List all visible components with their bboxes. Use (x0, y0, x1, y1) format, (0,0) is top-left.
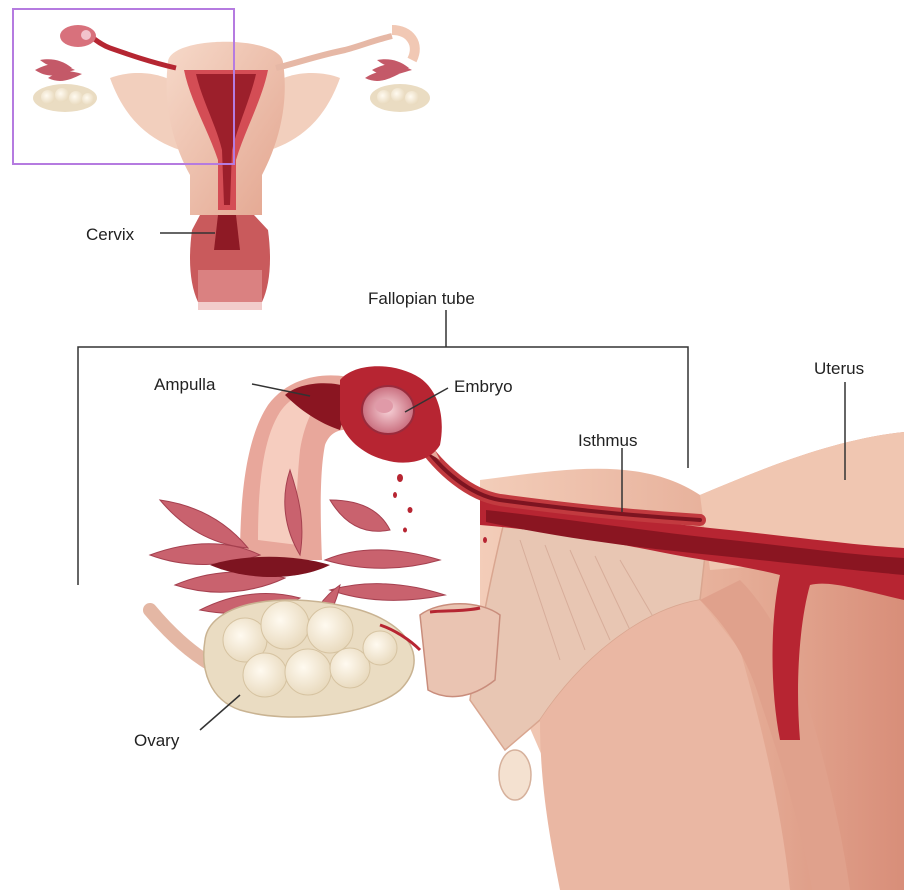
overview-left-fimbriae (35, 59, 82, 81)
overview-right-tube (276, 36, 392, 68)
embryo-label: Embryo (454, 378, 513, 395)
overview-vagina-fade (198, 270, 262, 310)
ovary-leader (200, 695, 240, 730)
ovary-label: Ovary (134, 732, 179, 749)
embryo-inner (375, 399, 393, 413)
overview-embryo (81, 30, 91, 40)
overview-right-fimbriae (365, 59, 412, 81)
ampulla-label: Ampulla (154, 376, 215, 393)
isthmus-label: Isthmus (578, 432, 638, 449)
overview-right-ovary (370, 84, 430, 112)
uterus-label: Uterus (814, 360, 864, 377)
overview-right-tube-end (392, 30, 415, 60)
zoomed-detail (150, 366, 904, 890)
round-ligament-stump (499, 750, 531, 800)
ovarian-ligament (420, 604, 500, 697)
overview-left-ovary (33, 84, 97, 112)
cervix-label: Cervix (86, 226, 134, 243)
ovary (204, 600, 420, 717)
overview-cervix-canal (214, 215, 240, 250)
fallopian-tube-label: Fallopian tube (368, 290, 475, 307)
overview-uterus (13, 9, 430, 310)
